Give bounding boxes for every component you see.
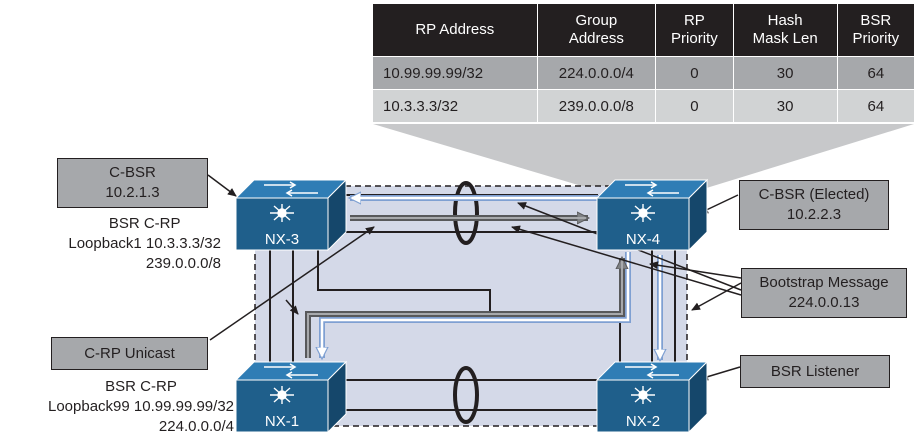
cell-bsr-priority: 64	[836, 89, 914, 122]
port-channel-oval-bottom	[453, 366, 479, 424]
note-group: 224.0.0.0/4	[158, 418, 234, 435]
callout-bsr-listener: BSR Listener	[740, 355, 890, 388]
cell-hash-mask-len: 30	[732, 56, 838, 90]
switch-label: NX-4	[626, 231, 660, 248]
callout-title: C-BSR (Elected)	[758, 186, 870, 203]
callout-address: 10.2.1.3	[105, 184, 160, 201]
cell-group-address: 239.0.0.0/8	[536, 89, 656, 122]
bootstrap-flow-arrows	[322, 198, 660, 360]
callout-title: BSR Listener	[770, 362, 860, 380]
callout-cbsr: C-BSR 10.2.1.3	[57, 158, 208, 208]
note-loopback: Loopback1 10.3.3.3/32	[68, 235, 221, 252]
crp-unicast-arrows	[305, 218, 622, 358]
cell-bsr-priority: 64	[836, 56, 914, 90]
callout-address: 224.0.0.13	[788, 294, 860, 311]
switch-nx1[interactable]: NX-1	[234, 360, 348, 434]
switch-nx2[interactable]: NX-2	[595, 360, 709, 434]
port-channel-oval-top	[453, 181, 479, 245]
cell-rp-address: 10.99.99.99/32	[373, 56, 538, 90]
callout-cbsr-elected: C-BSR (Elected) 10.2.2.3	[739, 180, 889, 230]
cell-hash-mask-len: 30	[732, 89, 838, 122]
callout-crp-unicast: C-RP Unicast	[51, 337, 208, 370]
cell-rp-address: 10.3.3.3/32	[373, 89, 538, 122]
header-rp-address: RP Address	[373, 4, 538, 57]
table-row: 10.3.3.3/32 239.0.0.0/8 0 30 64	[373, 89, 914, 122]
switch-label: NX-1	[265, 413, 299, 430]
table-funnel	[373, 124, 914, 190]
note-title: BSR C-RP	[105, 378, 177, 395]
table-row: 10.99.99.99/32 224.0.0.0/4 0 30 64	[373, 56, 914, 90]
note-nx1-crp: BSR C-RP Loopback99 10.99.99.99/32 224.0…	[48, 377, 234, 437]
note-nx3-crp: BSR C-RP Loopback1 10.3.3.3/32 239.0.0.0…	[68, 214, 221, 274]
cell-rp-priority: 0	[655, 89, 734, 122]
switch-label: NX-3	[265, 231, 299, 248]
note-loopback: Loopback99 10.99.99.99/32	[48, 398, 234, 415]
note-group: 239.0.0.0/8	[145, 255, 221, 272]
switch-label: NX-2	[626, 413, 660, 430]
callout-title: C-BSR	[109, 164, 156, 181]
note-title: BSR C-RP	[108, 215, 181, 232]
callout-title: Bootstrap Message	[759, 274, 889, 291]
cell-group-address: 224.0.0.0/4	[536, 56, 656, 90]
cell-rp-priority: 0	[655, 56, 734, 90]
switch-nx3[interactable]: NX-3	[234, 178, 348, 252]
callout-bootstrap-message: Bootstrap Message 224.0.0.13	[741, 268, 907, 318]
callout-address: 10.2.2.3	[786, 206, 842, 223]
callout-title: C-RP Unicast	[84, 344, 175, 362]
switch-nx4[interactable]: NX-4	[595, 178, 709, 252]
